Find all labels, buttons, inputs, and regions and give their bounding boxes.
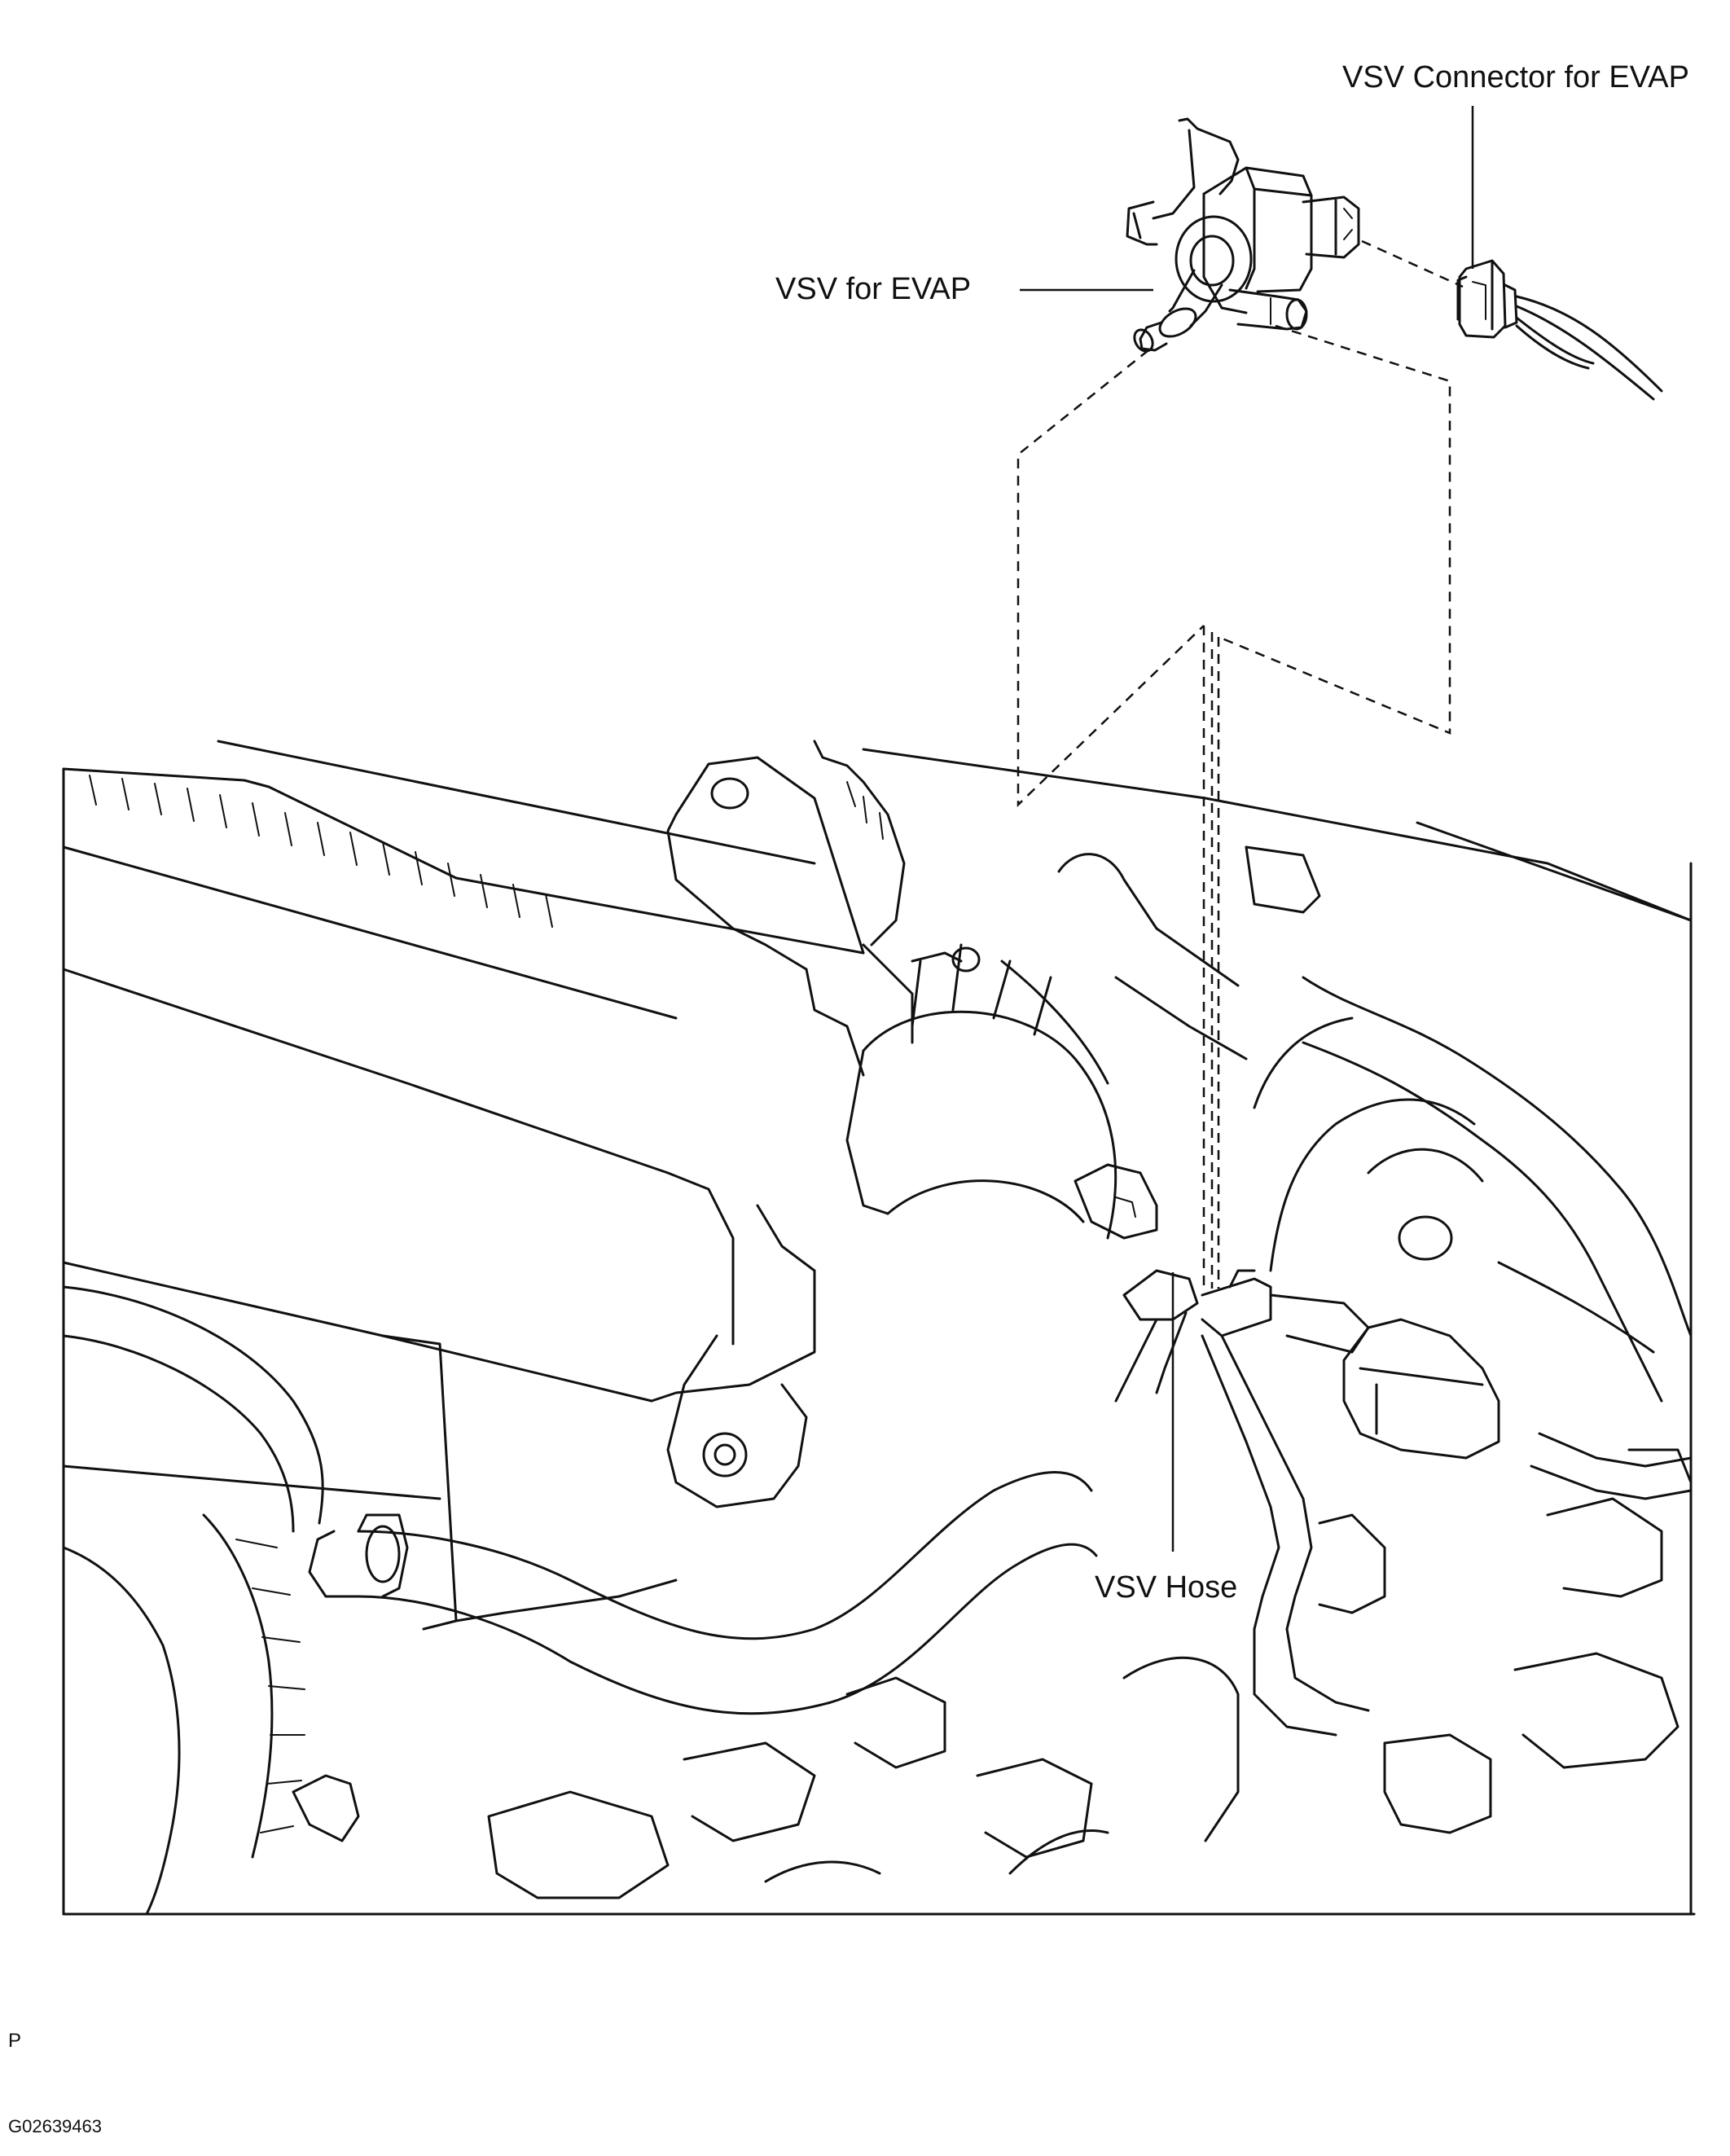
figure-code: G02639463 [8,2116,102,2136]
label-vsv-hose: VSV Hose [1095,1570,1238,1605]
vsv-valve-drawing [1126,117,1360,353]
engine-bay-artwork [62,740,1696,1916]
label-vsv-connector-for-evap: VSV Connector for EVAP [1342,60,1689,94]
label-vsv-for-evap: VSV for EVAP [775,272,972,306]
vsv-connector-drawing [1456,259,1663,401]
dashed-guides [1016,239,1464,1289]
footer-mark: P [8,2030,22,2052]
